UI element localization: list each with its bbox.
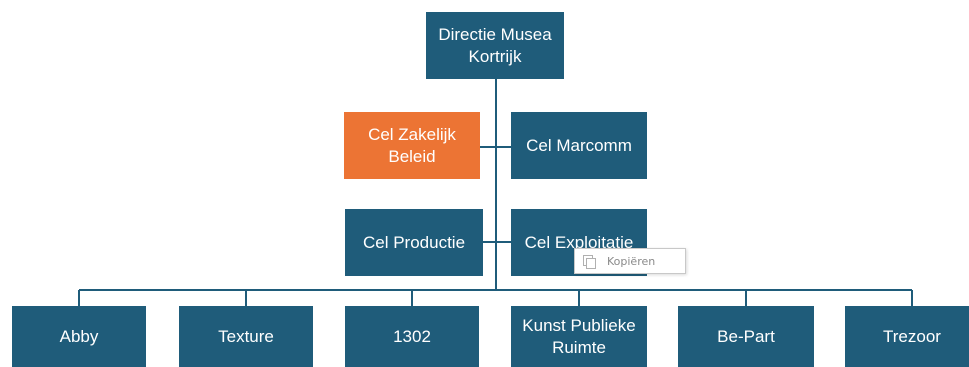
- node-texture[interactable]: Texture: [179, 306, 313, 367]
- node-kunst-publieke-ruimte[interactable]: Kunst Publieke Ruimte: [511, 306, 647, 367]
- node-cel-marcomm[interactable]: Cel Marcomm: [511, 112, 647, 179]
- node-trezoor[interactable]: Trezoor: [845, 306, 969, 367]
- node-cel-productie[interactable]: Cel Productie: [345, 209, 483, 276]
- copy-icon: [583, 254, 596, 269]
- node-directie[interactable]: Directie Musea Kortrijk: [426, 12, 564, 79]
- copy-tooltip[interactable]: Kopiëren: [574, 248, 686, 274]
- node-be-part[interactable]: Be-Part: [678, 306, 814, 367]
- copy-tooltip-label: Kopiëren: [607, 254, 656, 268]
- node-abby[interactable]: Abby: [12, 306, 146, 367]
- node-cel-zakelijk-beleid[interactable]: Cel Zakelijk Beleid: [344, 112, 480, 179]
- node-1302[interactable]: 1302: [345, 306, 479, 367]
